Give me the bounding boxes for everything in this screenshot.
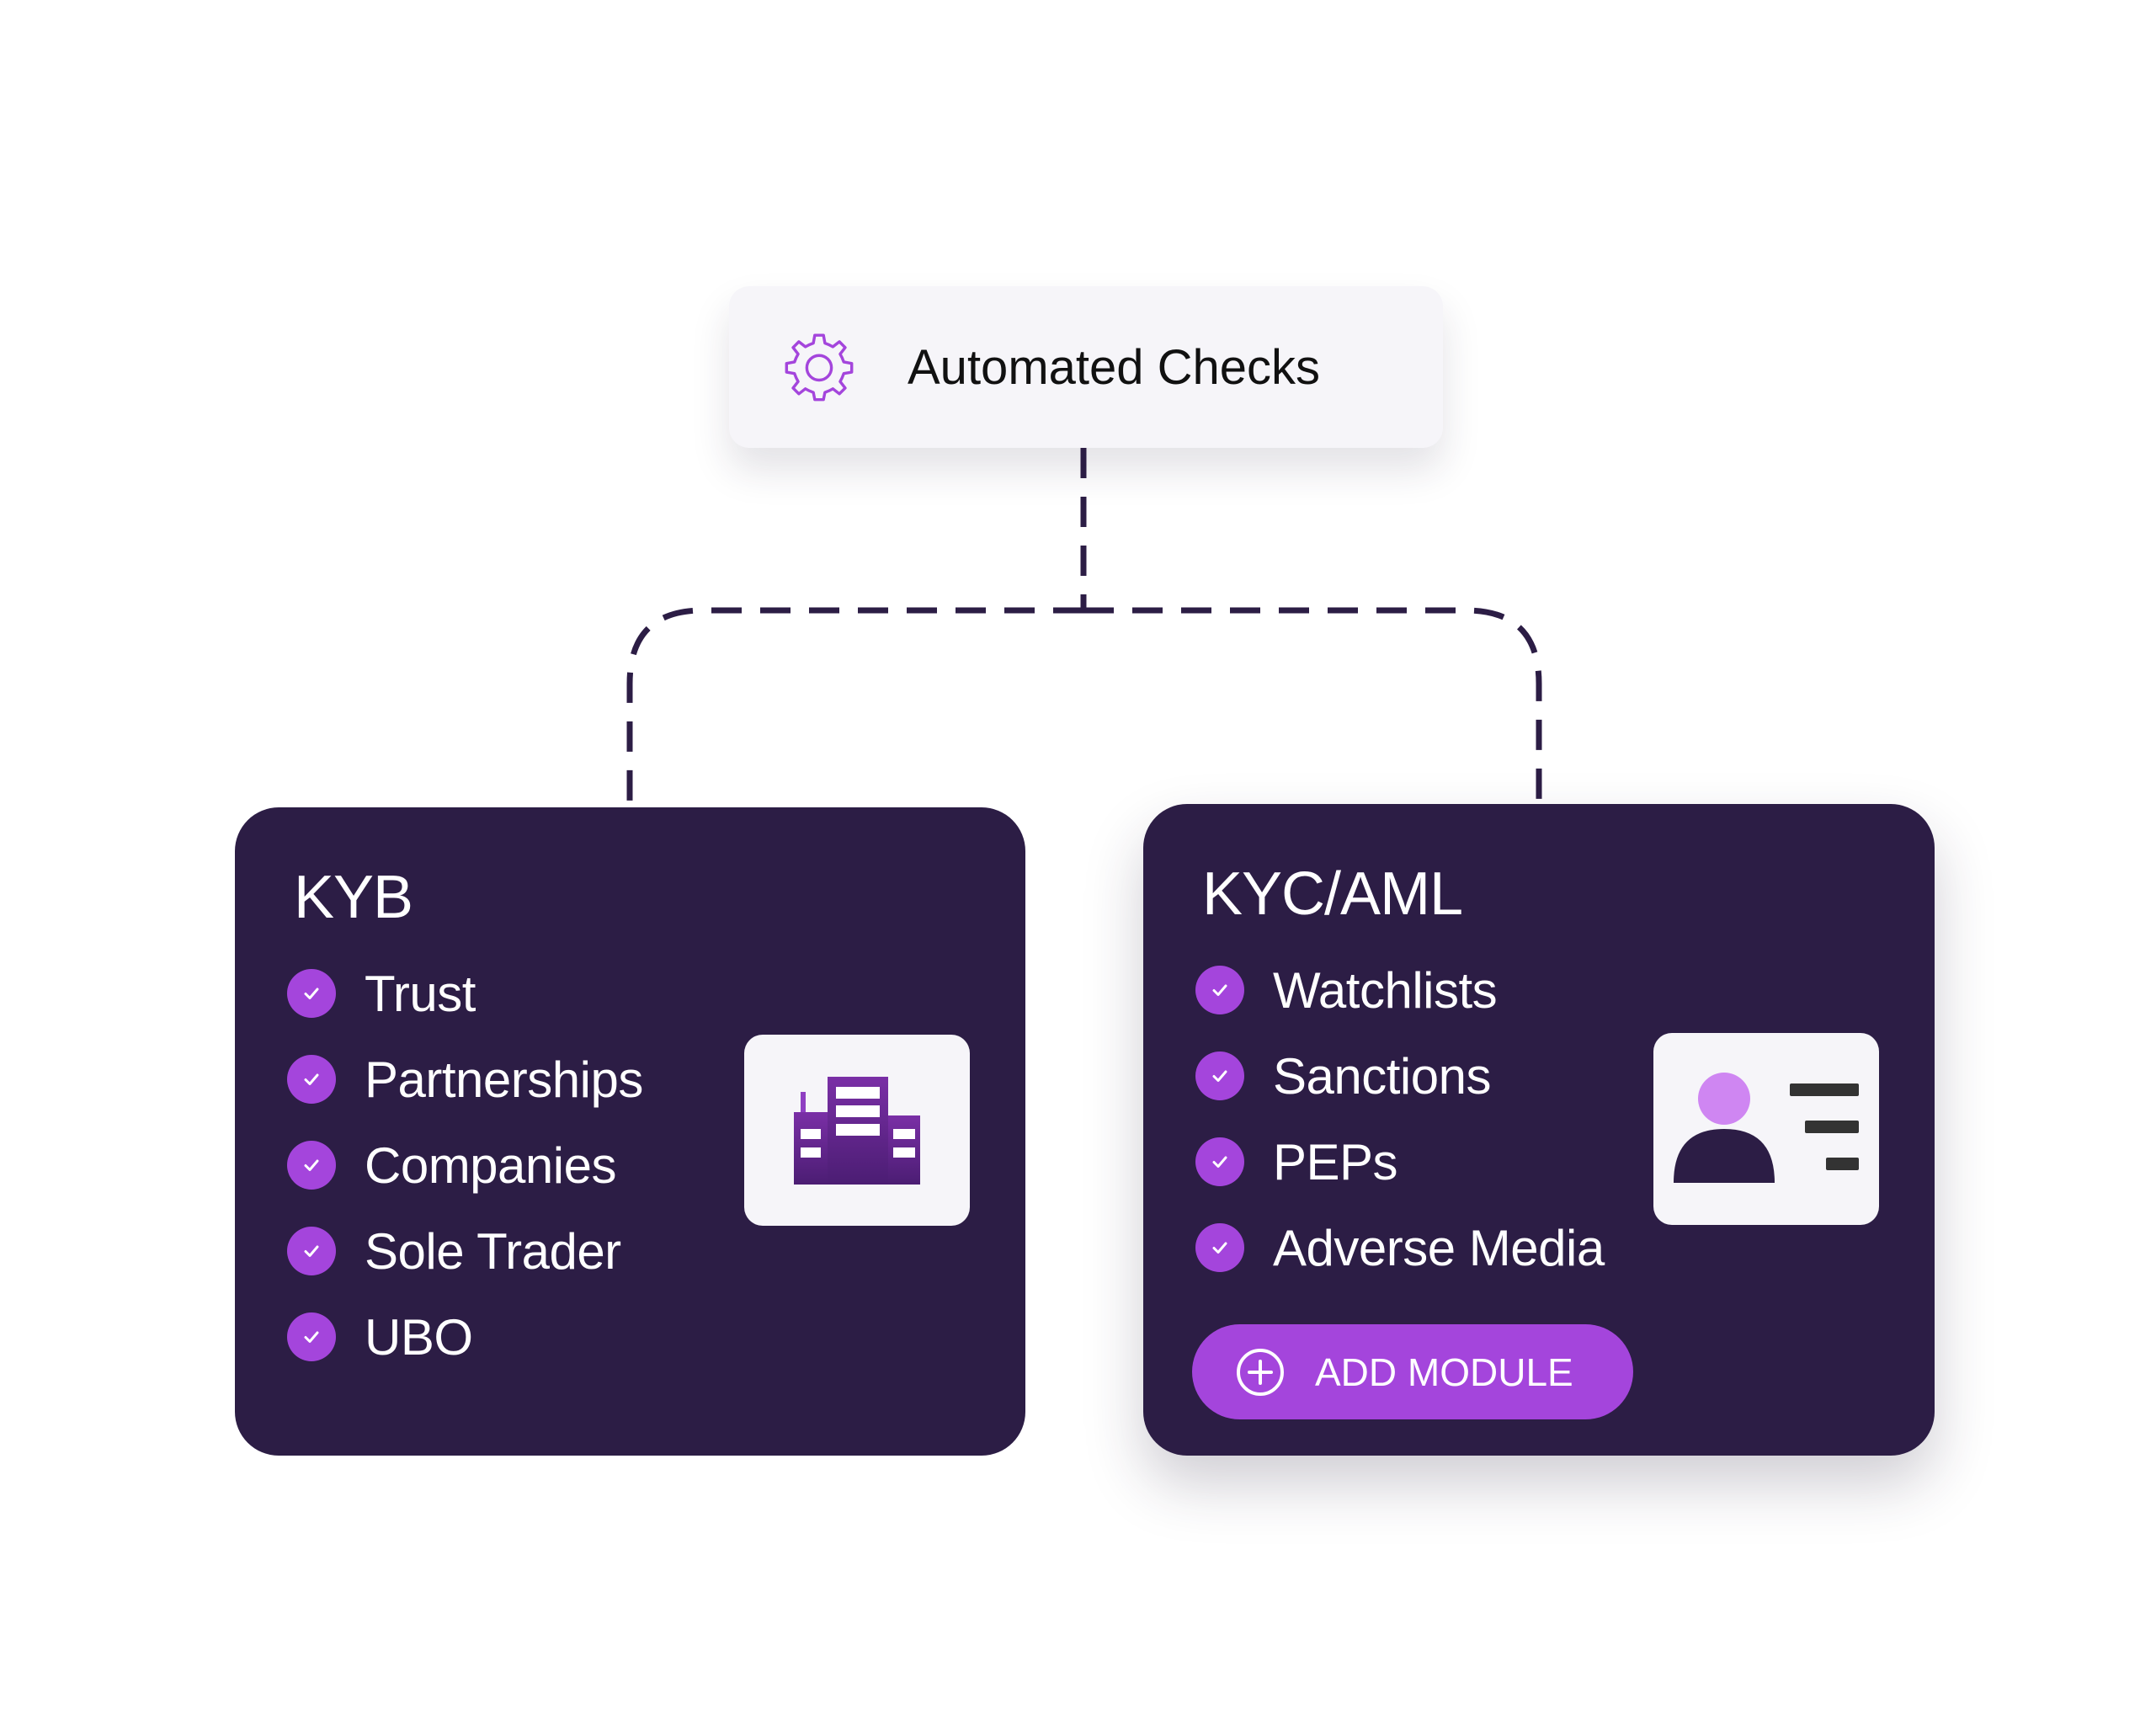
kyb-card: KYB Trust Partnerships Companies (235, 807, 1025, 1456)
check-icon (1195, 966, 1244, 1014)
check-icon (287, 969, 336, 1018)
kyb-thumbnail (744, 1035, 970, 1226)
kyb-item-sole-trader: Sole Trader (287, 1208, 643, 1294)
plus-circle-icon (1237, 1348, 1284, 1396)
automated-checks-label: Automated Checks (908, 339, 1321, 395)
kyc-item-label: Adverse Media (1273, 1219, 1605, 1276)
kyc-item-label: Sanctions (1273, 1047, 1492, 1105)
kyb-item-ubo: UBO (287, 1294, 643, 1380)
kyc-item-label: Watchlists (1273, 961, 1498, 1019)
kyc-aml-card: KYC/AML Watchlists Sanctions PEPs (1143, 804, 1935, 1456)
kyb-item-label: Companies (365, 1137, 617, 1194)
connector-to-kyc (1083, 607, 1542, 802)
id-card-icon (1674, 1073, 1859, 1183)
kyb-item-partnerships: Partnerships (287, 1036, 643, 1122)
connector-to-kyb (626, 607, 1083, 806)
kyb-item-label: Sole Trader (365, 1222, 621, 1280)
check-icon (287, 1227, 336, 1275)
kyb-check-list: Trust Partnerships Companies Sole Trader (287, 950, 643, 1380)
gear-icon (785, 333, 854, 402)
kyc-thumbnail (1653, 1033, 1879, 1225)
kyc-check-list: Watchlists Sanctions PEPs Adverse Media (1195, 947, 1605, 1291)
building-icon (794, 1076, 920, 1185)
check-icon (287, 1141, 336, 1190)
check-icon (1195, 1137, 1244, 1186)
kyc-item-watchlists: Watchlists (1195, 947, 1605, 1033)
kyb-item-trust: Trust (287, 950, 643, 1036)
kyc-aml-title: KYC/AML (1202, 860, 1463, 928)
check-icon (1195, 1223, 1244, 1272)
add-module-button[interactable]: ADD MODULE (1192, 1324, 1633, 1419)
add-module-label: ADD MODULE (1315, 1350, 1573, 1394)
kyb-title: KYB (294, 864, 413, 931)
check-icon (287, 1055, 336, 1104)
kyb-item-label: Partnerships (365, 1051, 643, 1108)
kyc-item-adverse-media: Adverse Media (1195, 1205, 1605, 1291)
kyb-item-label: Trust (365, 965, 476, 1022)
kyc-item-sanctions: Sanctions (1195, 1033, 1605, 1119)
kyc-item-label: PEPs (1273, 1133, 1398, 1190)
kyb-item-companies: Companies (287, 1122, 643, 1208)
check-icon (287, 1312, 336, 1361)
automated-checks-node: Automated Checks (729, 286, 1443, 448)
check-icon (1195, 1052, 1244, 1100)
kyc-item-peps: PEPs (1195, 1119, 1605, 1205)
kyb-item-label: UBO (365, 1308, 473, 1366)
